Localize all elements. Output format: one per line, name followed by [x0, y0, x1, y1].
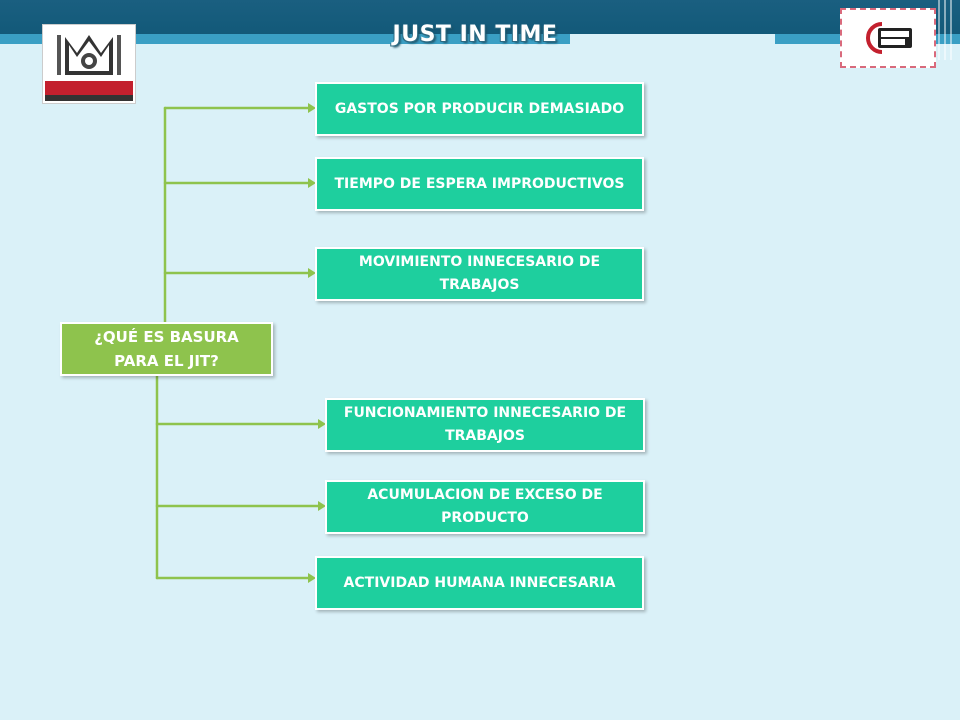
- slide-title: JUST IN TIME: [392, 22, 558, 47]
- header-stripe: [0, 34, 960, 44]
- header-notch: [570, 34, 775, 64]
- node-gastos-producir-demasiado: GASTOS POR PRODUCIR DEMASIADO: [315, 82, 644, 136]
- node-funcionamiento-innecesario: FUNCIONAMIENTO INNECESARIO DE TRABAJOS: [325, 398, 645, 452]
- root-node: ¿QUÉ ES BASURA PARA EL JIT?: [60, 322, 273, 376]
- university-seal-logo: [42, 24, 136, 104]
- node-movimiento-innecesario: MOVIMIENTO INNECESARIO DE TRABAJOS: [315, 247, 644, 301]
- node-tiempo-espera: TIEMPO DE ESPERA IMPRODUCTIVOS: [315, 157, 644, 211]
- header-bar: [0, 0, 960, 64]
- node-actividad-humana: ACTIVIDAD HUMANA INNECESARIA: [315, 556, 644, 610]
- right-decor-lines: [936, 0, 960, 720]
- justo-a-tiempo-logo: [840, 8, 936, 68]
- node-acumulacion-exceso: ACUMULACION DE EXCESO DE PRODUCTO: [325, 480, 645, 534]
